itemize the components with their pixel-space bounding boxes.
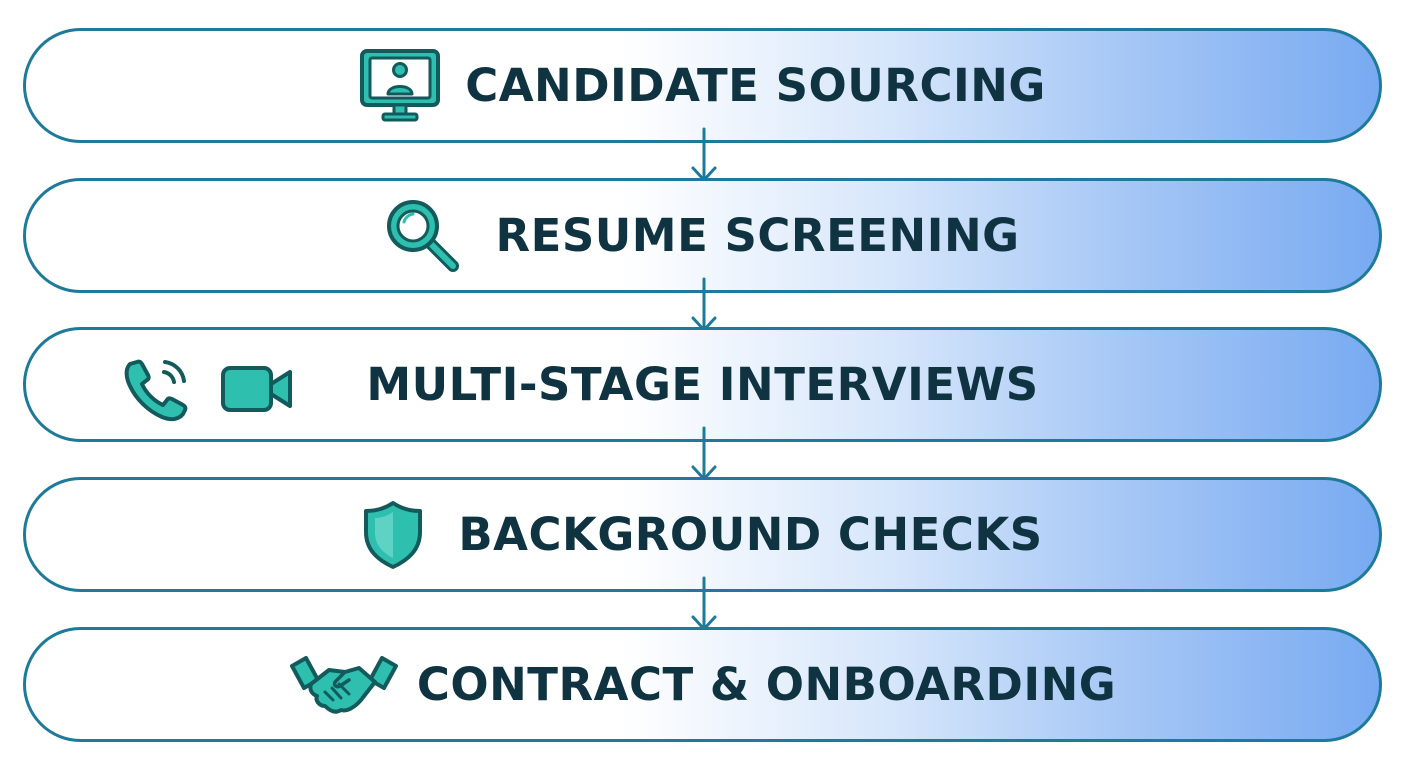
- stage-background-checks: BACKGROUND CHECKS: [23, 477, 1382, 592]
- stage-label: CONTRACT & ONBOARDING: [416, 658, 1117, 711]
- stage-multi-stage-interviews: MULTI-STAGE INTERVIEWS: [23, 327, 1382, 442]
- stage-contract-onboarding: CONTRACT & ONBOARDING: [23, 627, 1382, 742]
- arrow-down-icon: [682, 127, 726, 182]
- handshake-icon: [289, 652, 399, 718]
- magnifying-glass-icon: [385, 198, 461, 274]
- stage-resume-screening: RESUME SCREENING: [23, 178, 1382, 293]
- stage-label: BACKGROUND CHECKS: [458, 508, 1043, 561]
- arrow-down-icon: [682, 277, 726, 332]
- video-camera-icon: [220, 365, 294, 413]
- phone-call-icon: [122, 356, 194, 424]
- arrow-down-icon: [682, 576, 726, 631]
- stage-label: RESUME SCREENING: [495, 209, 1020, 262]
- stage-label: MULTI-STAGE INTERVIEWS: [366, 358, 1039, 411]
- arrow-down-icon: [682, 426, 726, 481]
- stage-candidate-sourcing: CANDIDATE SOURCING: [23, 28, 1382, 143]
- stage-label: CANDIDATE SOURCING: [465, 59, 1046, 112]
- computer-monitor-user-icon: [359, 48, 441, 124]
- shield-icon: [362, 500, 424, 570]
